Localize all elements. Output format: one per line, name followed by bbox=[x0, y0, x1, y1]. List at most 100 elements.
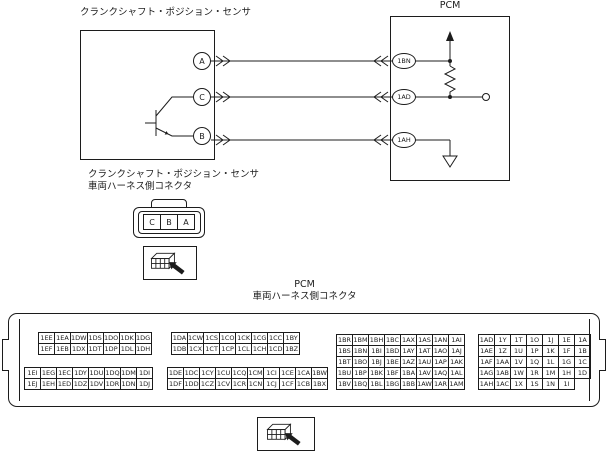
pcm-pin-1AX: 1AX bbox=[400, 334, 417, 346]
sensor-terminal-c: C bbox=[193, 88, 211, 106]
pcm-pin-1CB: 1CB bbox=[295, 378, 312, 390]
sensor-connector-pin-row: C B A bbox=[143, 214, 195, 230]
pcm-pin-1AM: 1AM bbox=[448, 378, 465, 390]
sensor-connector-pin-a: A bbox=[177, 214, 195, 230]
pcm-connector-right-tab bbox=[599, 339, 606, 371]
pcm-pin-1BT: 1BT bbox=[336, 356, 353, 368]
pcm-pin-1AR: 1AR bbox=[432, 378, 449, 390]
pcm-pin-1A: 1A bbox=[574, 334, 591, 346]
pcm-pin-1DF: 1DF bbox=[167, 378, 184, 390]
pcm-pin-1O: 1O bbox=[526, 334, 543, 346]
pcm-pin-1CR: 1CR bbox=[231, 378, 248, 390]
pcm-pin-1CX: 1CX bbox=[186, 343, 205, 355]
pcm-pin-1BN: 1BN bbox=[352, 345, 369, 357]
pcm-pin-1BV: 1BV bbox=[336, 378, 353, 390]
pcm-pin-1EH: 1EH bbox=[40, 378, 57, 390]
pcm-pin-1CH: 1CH bbox=[251, 343, 269, 355]
pcm-pin-1BC: 1BC bbox=[384, 334, 401, 346]
pcm-pin-1AP: 1AP bbox=[432, 356, 449, 368]
sensor-box bbox=[80, 30, 215, 160]
pcm-pin-1N: 1N bbox=[542, 378, 559, 390]
pcm-pin-1BZ: 1BZ bbox=[283, 343, 301, 355]
pcm-pin-1DB: 1DB bbox=[171, 343, 188, 355]
pcm-pin-1BS: 1BS bbox=[336, 345, 353, 357]
pcm-pin-1CS: 1CS bbox=[203, 332, 221, 344]
pcm-pin-1DE: 1DE bbox=[167, 367, 184, 379]
pcm-pin-1CW: 1CW bbox=[186, 332, 205, 344]
pcm-pin-1AS: 1AS bbox=[416, 334, 433, 346]
pcm-pin-1BI: 1BI bbox=[368, 345, 385, 357]
pcm-pin-1DV: 1DV bbox=[88, 378, 105, 390]
pcm-pin-1DK: 1DK bbox=[118, 332, 136, 344]
pcm-pin-1AN: 1AN bbox=[432, 334, 449, 346]
pcm-pin-1CZ: 1CZ bbox=[199, 378, 216, 390]
sensor-connector-title-line2: 車両ハーネス側コネクタ bbox=[88, 181, 193, 192]
pcm-pin-1CE: 1CE bbox=[279, 367, 296, 379]
pcm-pin-1BG: 1BG bbox=[384, 378, 401, 390]
pcm-pin-1AD: 1AD bbox=[478, 334, 495, 346]
pcm-pin-1CO: 1CO bbox=[219, 332, 237, 344]
pcm-pin-1DP: 1DP bbox=[102, 343, 120, 355]
pcm-pin-1J: 1J bbox=[542, 334, 559, 346]
pcm-pin-1BU: 1BU bbox=[336, 367, 353, 379]
pcm-pin-1DG: 1DG bbox=[134, 332, 152, 344]
connector-removal-icon-box bbox=[143, 246, 197, 280]
pcm-pin-1DX: 1DX bbox=[70, 343, 88, 355]
pcm-pin-1AT: 1AT bbox=[416, 345, 433, 357]
pcm-pin-1AY: 1AY bbox=[400, 345, 417, 357]
pcm-pin-1CJ: 1CJ bbox=[263, 378, 280, 390]
sensor-connector-title-line1: クランクシャフト・ポジション・センサ bbox=[88, 169, 260, 180]
pcm-pin-1X: 1X bbox=[510, 378, 527, 390]
pcm-pin-1H: 1H bbox=[558, 367, 575, 379]
pcm-pin-1DJ: 1DJ bbox=[136, 378, 153, 390]
pcm-pin-1BB: 1BB bbox=[400, 378, 417, 390]
connector-chevron-icon bbox=[215, 134, 231, 146]
pcm-pin-1CT: 1CT bbox=[203, 343, 221, 355]
pcm-pin-1T: 1T bbox=[510, 334, 527, 346]
pointer-arrow-icon bbox=[285, 433, 301, 446]
pcm-pin-1CC: 1CC bbox=[267, 332, 285, 344]
pcm-pin-1EE: 1EE bbox=[38, 332, 55, 344]
pcm-pin-1DS: 1DS bbox=[86, 332, 104, 344]
sensor-terminal-a: A bbox=[193, 52, 211, 70]
sensor-connector-pin-b: B bbox=[160, 214, 178, 230]
pcm-pin-1E: 1E bbox=[558, 334, 575, 346]
pcm-pin-1DY: 1DY bbox=[72, 367, 89, 379]
pcm-pin-1AA: 1AA bbox=[494, 356, 511, 368]
pcm-pin-1EG: 1EG bbox=[40, 367, 57, 379]
pcm-pin-1BP: 1BP bbox=[352, 367, 369, 379]
pcm-pin-1CI: 1CI bbox=[263, 367, 280, 379]
pcm-pin-1AU: 1AU bbox=[416, 356, 433, 368]
pcm-pin-1BR: 1BR bbox=[336, 334, 353, 346]
pcm-pin-1CP: 1CP bbox=[219, 343, 237, 355]
pcm-pin-1BW: 1BW bbox=[311, 367, 328, 379]
pcm-pin-1DO: 1DO bbox=[102, 332, 120, 344]
sensor-connector-pin-c: C bbox=[143, 214, 161, 230]
pcm-connector-left-tab bbox=[2, 339, 9, 371]
pcm-pin-1G: 1G bbox=[558, 356, 575, 368]
pcm-pin-1EC: 1EC bbox=[56, 367, 73, 379]
pcm-pin-1BM: 1BM bbox=[352, 334, 369, 346]
pcm-terminal-1ad: 1AD bbox=[392, 89, 416, 105]
pcm-pin-1M: 1M bbox=[542, 367, 559, 379]
pcm-pin-1K: 1K bbox=[542, 345, 559, 357]
pcm-pin-1CA: 1CA bbox=[295, 367, 312, 379]
pcm-pin-1BO: 1BO bbox=[352, 356, 369, 368]
pcm-pin-1BY: 1BY bbox=[283, 332, 301, 344]
pcm-pin-1AG: 1AG bbox=[478, 367, 495, 379]
pcm-pin-1BA: 1BA bbox=[400, 367, 417, 379]
pcm-pin-1W: 1W bbox=[510, 367, 527, 379]
connector-removal-icon bbox=[266, 423, 301, 446]
pcm-pin-1DR: 1DR bbox=[104, 378, 121, 390]
pcm-pin-1DH: 1DH bbox=[134, 343, 152, 355]
pcm-pin-1DM: 1DM bbox=[120, 367, 137, 379]
pcm-pin-1DU: 1DU bbox=[88, 367, 105, 379]
pcm-pin-1Y: 1Y bbox=[494, 334, 511, 346]
pcm-pin-1P: 1P bbox=[526, 345, 543, 357]
pcm-pin-1CN: 1CN bbox=[247, 378, 264, 390]
pcm-pin-1ED: 1ED bbox=[56, 378, 73, 390]
